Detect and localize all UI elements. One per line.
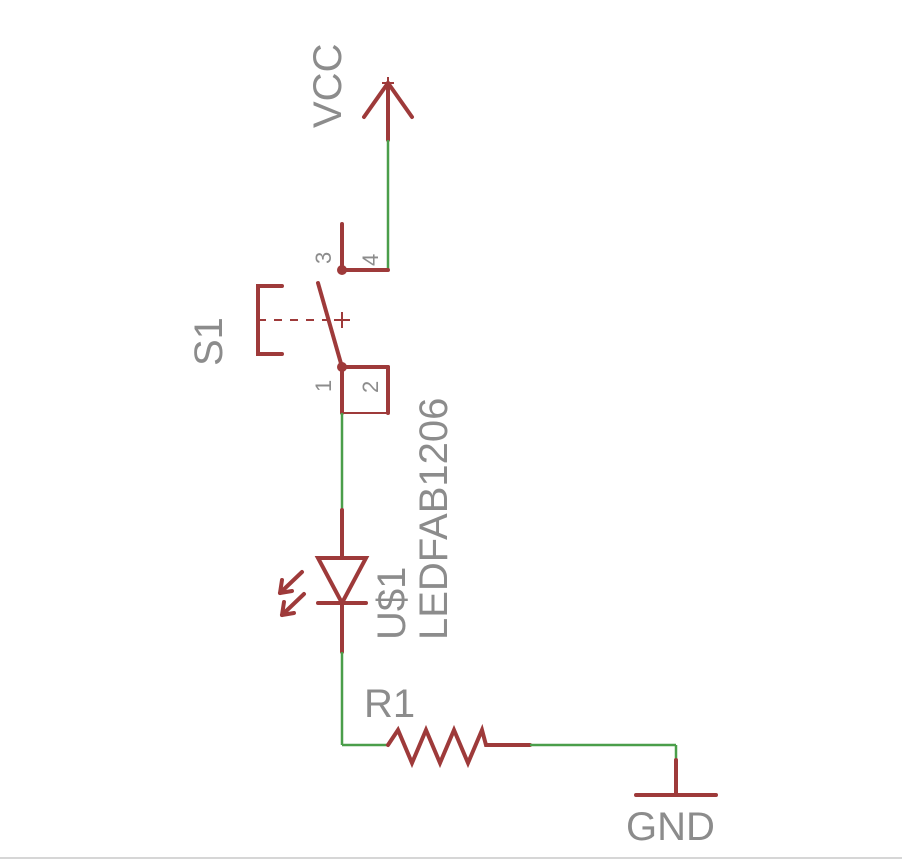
s1-pin1-label: 1 — [311, 380, 336, 392]
vcc-symbol[interactable] — [362, 77, 414, 142]
gnd-label: GND — [626, 805, 715, 849]
led-triangle — [314, 556, 370, 608]
switch-s1[interactable] — [256, 222, 390, 415]
led-emission-arrow-2 — [280, 592, 306, 617]
led-value-label: LEDFAB1206 — [412, 398, 456, 640]
resistor-r1[interactable] — [386, 723, 532, 769]
led-name-label: U$1 — [370, 567, 414, 640]
vcc-label: VCC — [306, 44, 350, 128]
led-emission-arrowhead-1 — [278, 578, 294, 595]
resistor-zigzag — [386, 723, 532, 769]
led-emission-arrow-1 — [278, 570, 304, 595]
s1-contact-top — [337, 265, 347, 275]
resistor-name-label: R1 — [364, 682, 415, 726]
s1-pin2-label: 2 — [358, 381, 383, 393]
s1-pin4-label: 4 — [358, 254, 383, 266]
led-emission-arrowhead-2 — [280, 600, 296, 617]
switch-name-label: S1 — [187, 317, 231, 366]
s1-pin3-label: 3 — [311, 252, 336, 264]
gnd-symbol[interactable] — [634, 758, 718, 797]
led-u1[interactable] — [278, 508, 370, 654]
s1-lever — [316, 281, 344, 369]
